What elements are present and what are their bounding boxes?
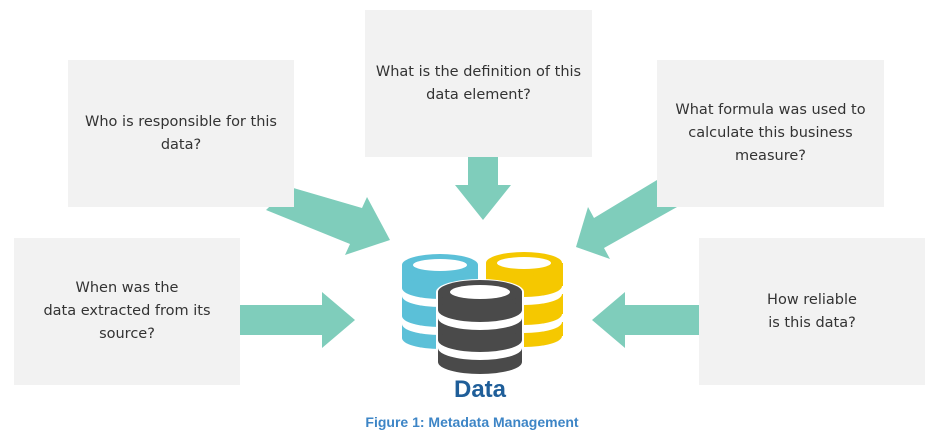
figure-caption: Figure 1: Metadata Management — [365, 414, 579, 430]
question-box-reliable: How reliable is this data? — [699, 238, 925, 385]
question-text-responsible: Who is responsible for this data? — [85, 113, 277, 153]
question-box-definition: What is the definition of this data elem… — [365, 10, 592, 157]
data-label: Data — [453, 376, 507, 403]
question-text-formula: What formula was used to calculate this … — [675, 102, 866, 164]
question-text-reliable: How reliable is this data? — [767, 291, 857, 331]
arrow-from-top-left-icon — [266, 187, 390, 255]
arrow-from-top-right-icon — [576, 180, 677, 259]
question-box-responsible: Who is responsible for this data? — [68, 60, 294, 207]
arrow-from-top-center-icon — [455, 157, 511, 220]
arrow-from-mid-right-icon — [592, 292, 699, 348]
question-text-definition: What is the definition of this data elem… — [375, 63, 582, 103]
database-icon-dark — [434, 279, 526, 376]
question-text-extracted: When was the data extracted from its sou… — [43, 280, 211, 342]
question-box-formula: What formula was used to calculate this … — [657, 60, 884, 207]
arrow-from-mid-left-icon — [240, 292, 355, 348]
question-box-extracted: When was the data extracted from its sou… — [14, 238, 240, 385]
